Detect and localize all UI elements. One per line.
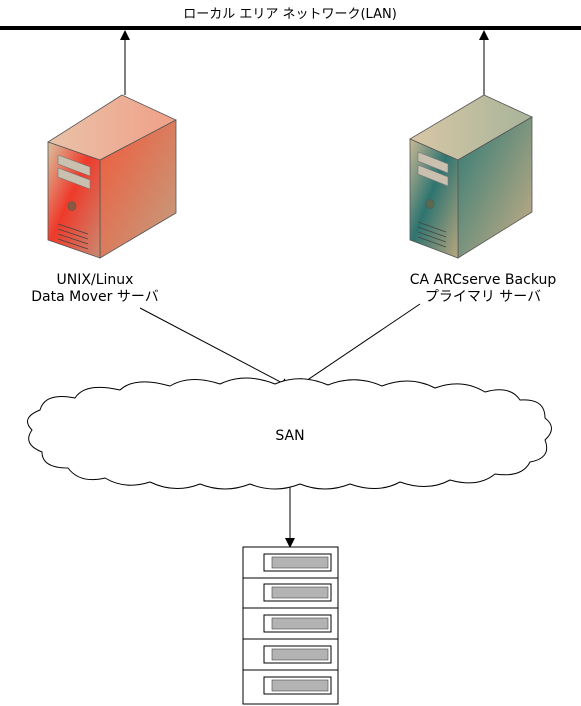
arcserve-primary-server-icon xyxy=(409,94,533,259)
link-server-left-san xyxy=(139,307,291,388)
server-right-label-line1: CA ARCserve Backup xyxy=(409,272,557,288)
server-right-label-line2: プライマリ サーバ xyxy=(424,289,542,305)
storage-slot xyxy=(263,583,332,602)
storage-array-icon xyxy=(242,546,339,705)
san-label: SAN xyxy=(275,428,305,444)
storage-slot xyxy=(263,676,332,695)
storage-slot xyxy=(263,614,332,633)
server-left-label-line1: UNIX/Linux xyxy=(56,272,134,288)
unix-linux-server-icon xyxy=(47,94,177,259)
lan-label: ローカル エリア ネットワーク(LAN) xyxy=(183,7,397,22)
storage-slot xyxy=(263,553,332,572)
storage-slot xyxy=(263,645,332,664)
server-left-label: UNIX/Linux Data Mover サーバ xyxy=(10,272,180,306)
san-cloud-icon xyxy=(27,377,552,490)
server-right-label: CA ARCserve Backup プライマリ サーバ xyxy=(398,272,568,306)
server-left-label-line2: Data Mover サーバ xyxy=(31,289,159,305)
link-server-right-san xyxy=(296,303,421,388)
